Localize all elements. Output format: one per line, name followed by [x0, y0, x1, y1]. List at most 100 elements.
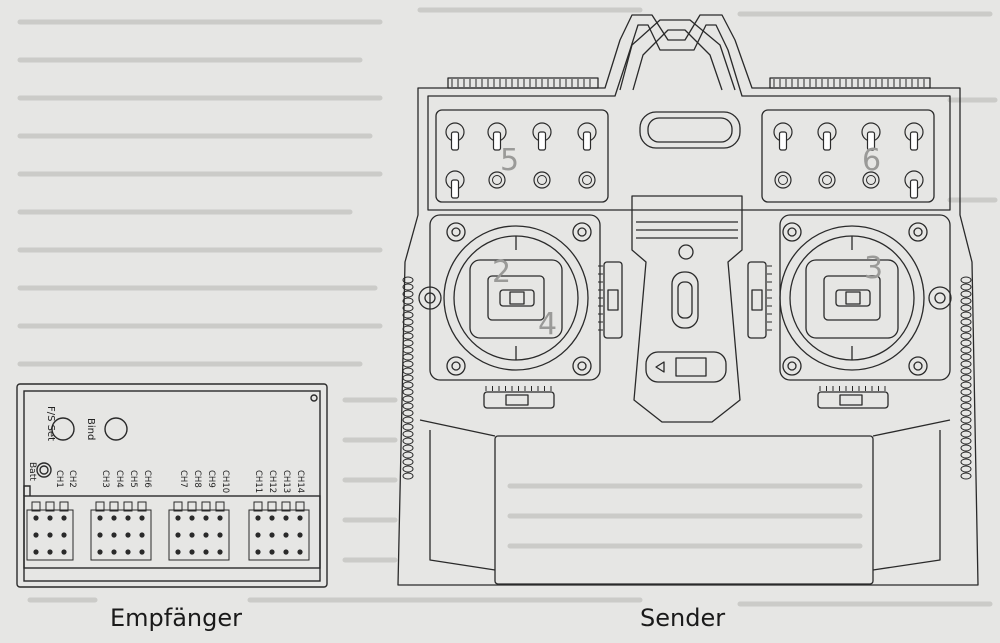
right-stick	[835, 289, 871, 307]
receiver-caption: Empfänger	[110, 604, 243, 632]
grip-ridge	[960, 381, 972, 389]
bind-button	[104, 417, 128, 441]
receiver-pin	[189, 549, 195, 555]
channel-label: CH6	[142, 470, 152, 488]
receiver-pin	[175, 549, 181, 555]
channel-label: CH8	[192, 470, 202, 488]
grip-ridge	[960, 395, 972, 403]
pot-knob-inner	[778, 175, 788, 185]
right-stick-base	[805, 259, 899, 339]
side-grips	[402, 276, 972, 480]
power-led	[678, 244, 694, 260]
receiver-pin	[139, 515, 145, 521]
receiver-pin	[61, 549, 67, 555]
receiver-pin	[61, 515, 67, 521]
grip-ridge	[960, 290, 972, 298]
grip-ridge	[402, 430, 414, 438]
toggle-lever	[778, 131, 788, 151]
center-column	[631, 195, 743, 423]
status-led-inner	[39, 465, 49, 475]
toggle-lever	[909, 131, 919, 151]
grip-ridge	[402, 297, 414, 305]
receiver-pin	[283, 549, 289, 555]
center-toggle	[671, 271, 699, 329]
receiver-pin	[175, 515, 181, 521]
grip-ridge	[960, 297, 972, 305]
left-switch-panel	[435, 109, 609, 203]
grip-ridge	[402, 332, 414, 340]
mark-6: 6	[862, 143, 881, 178]
status-led-outer	[36, 462, 52, 478]
left-gimbal-ring	[443, 225, 589, 371]
grip-ridge	[960, 416, 972, 424]
grip-ridge	[402, 360, 414, 368]
grip-ridge	[960, 353, 972, 361]
receiver-pin	[189, 532, 195, 538]
pot-knob	[488, 171, 506, 189]
receiver-pin	[139, 549, 145, 555]
right-switch-panel	[761, 109, 935, 203]
grip-ridge	[402, 367, 414, 375]
pot-knob	[578, 171, 596, 189]
toggle-lever	[450, 131, 460, 151]
pin-tab	[267, 501, 277, 512]
receiver-pin	[269, 532, 275, 538]
power-switch	[645, 351, 727, 383]
pin-tab	[281, 501, 291, 512]
grip-ridge	[960, 409, 972, 417]
channel-label: CH12	[267, 470, 277, 493]
grip-ridge	[402, 409, 414, 417]
grip-ridge	[402, 346, 414, 354]
screw-boss	[446, 222, 466, 242]
pot-knob	[818, 171, 836, 189]
receiver-pin	[125, 549, 131, 555]
grip-ridge	[960, 283, 972, 291]
grip-ridge	[960, 402, 972, 410]
toggle-lever	[537, 131, 547, 151]
grip-ridge	[402, 276, 414, 284]
toggle-switches	[445, 122, 924, 199]
pin-tab	[295, 501, 305, 512]
receiver-pin	[47, 515, 53, 521]
receiver-pin	[189, 515, 195, 521]
pin-tab	[59, 501, 69, 512]
top-left-vent	[447, 77, 599, 89]
receiver-pin	[283, 515, 289, 521]
grip-ridge	[402, 381, 414, 389]
grip-ridge	[402, 353, 414, 361]
pot-knob	[774, 171, 792, 189]
receiver-pin	[47, 532, 53, 538]
grip-ridge	[402, 472, 414, 480]
pin-tab	[109, 501, 119, 512]
battery-compartment	[494, 435, 874, 585]
channel-label: CH9	[206, 470, 216, 488]
grip-ridge	[402, 465, 414, 473]
toggle-lever	[822, 131, 832, 151]
pin-header-block	[23, 495, 321, 569]
pin-tab	[187, 501, 197, 512]
grip-ridge	[960, 444, 972, 452]
grip-ridge	[960, 451, 972, 459]
channel-label: CH11	[253, 470, 263, 493]
mark-3: 3	[864, 251, 883, 286]
grip-ridge	[402, 339, 414, 347]
grip-ridge	[960, 325, 972, 333]
left-stick	[499, 289, 535, 307]
receiver-pin	[97, 549, 103, 555]
channel-label: CH4	[114, 470, 124, 488]
pot-knob-inner	[582, 175, 592, 185]
receiver-pin	[217, 549, 223, 555]
receiver-pin	[283, 532, 289, 538]
toggle-lever	[866, 131, 876, 151]
receiver-pin	[175, 532, 181, 538]
grip-ridge	[960, 472, 972, 480]
pin-tabs	[26, 501, 310, 561]
receiver-pin	[125, 515, 131, 521]
left-stick-base	[469, 259, 563, 339]
receiver-pin	[125, 532, 131, 538]
grip-ridge	[402, 388, 414, 396]
channel-label: CH1	[54, 470, 64, 488]
carry-handle	[619, 19, 736, 91]
